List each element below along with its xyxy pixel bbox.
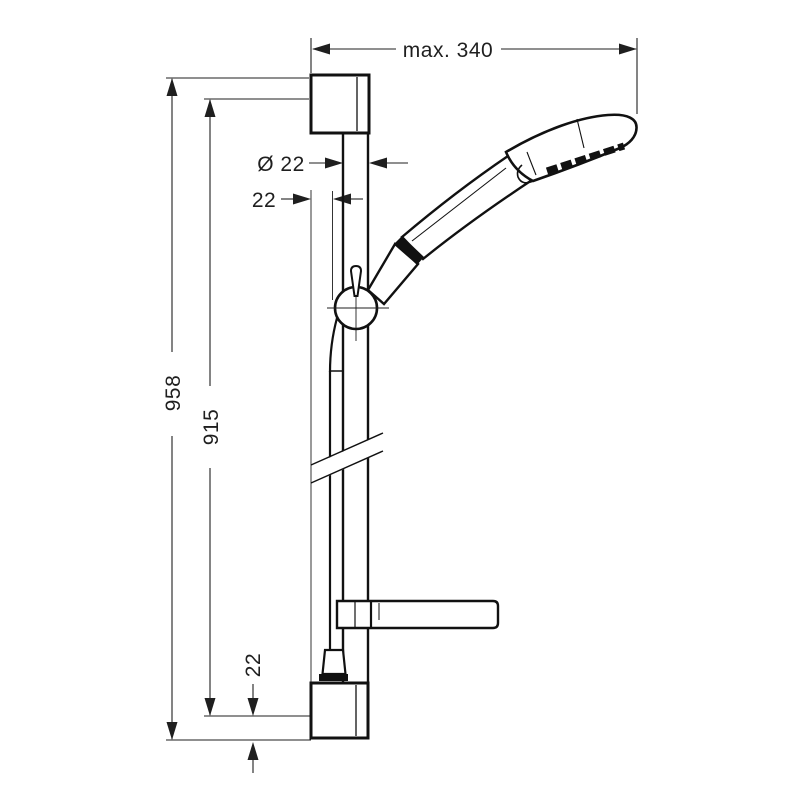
- dim-label-915: 915: [200, 409, 223, 446]
- spray-face-nozzles: [545, 142, 626, 175]
- dim-bottom-22: 22: [242, 653, 265, 773]
- arrow-left-icon: [369, 157, 387, 169]
- dim-label-958: 958: [162, 375, 185, 412]
- arrow-up-icon: [166, 78, 178, 96]
- arrow-down-icon: [247, 698, 259, 716]
- hose-end-connector: [319, 648, 348, 681]
- holder-lever-pin: [349, 264, 363, 297]
- rail-holder: [327, 236, 424, 341]
- arrow-right-icon: [619, 43, 637, 55]
- arrow-up-icon: [247, 742, 259, 760]
- dim-label-max-340: max. 340: [403, 39, 493, 62]
- soap-dish: [335, 599, 500, 630]
- dim-label-diameter: Ø 22: [257, 153, 305, 176]
- arrow-right-icon: [293, 193, 311, 205]
- hand-shower: [400, 113, 638, 261]
- arrow-left-icon: [312, 43, 330, 55]
- hand-shower-handle: [400, 154, 534, 261]
- dim-label-offset: 22: [252, 189, 276, 212]
- wall-extension-line: [310, 190, 333, 683]
- shower-hose: [328, 317, 343, 650]
- slide-rail: [341, 133, 370, 683]
- dim-958: 958: [162, 77, 311, 741]
- arrow-down-icon: [204, 698, 216, 716]
- hand-shower-head: [504, 113, 638, 183]
- dim-offset-22: 22: [252, 189, 363, 212]
- top-wall-bracket: [309, 73, 371, 135]
- arrow-down-icon: [166, 722, 178, 740]
- bottom-wall-bracket: [309, 681, 370, 740]
- arrow-up-icon: [204, 99, 216, 117]
- dim-label-bottom-offset: 22: [242, 653, 265, 677]
- dim-diameter-22: Ø 22: [257, 153, 408, 176]
- dim-915: 915: [200, 98, 310, 717]
- holder-cone: [366, 242, 420, 306]
- break-lines: [310, 432, 384, 484]
- arrow-right-icon: [325, 157, 343, 169]
- dim-max-340: max. 340: [310, 38, 638, 114]
- holder-ring: [395, 236, 424, 265]
